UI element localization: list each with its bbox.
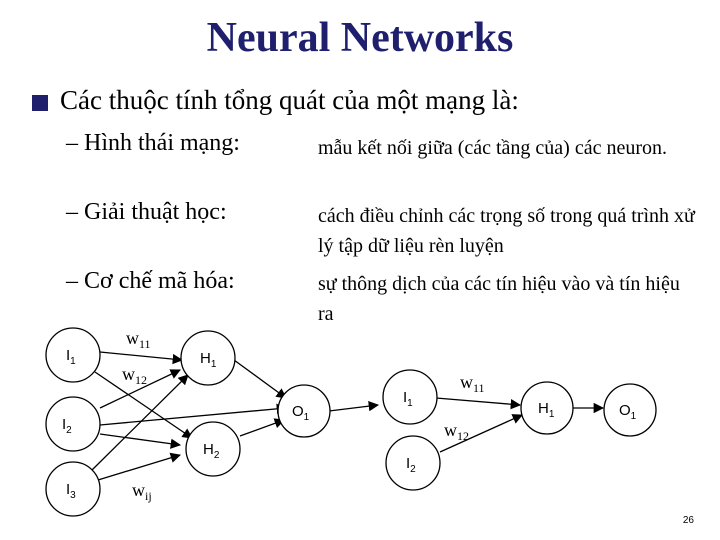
node-i3 (45, 461, 101, 517)
right-network-nodes (382, 369, 657, 491)
weight-label-w12-left: w12 (122, 364, 147, 387)
property-label-encoding: – Cơ chế mã hóa: (66, 268, 235, 294)
weight-label-wij: wij (132, 480, 152, 503)
node-i1 (45, 327, 101, 383)
edge-i1-h1 (99, 351, 184, 365)
property-label-learning: – Giải thuật học: (66, 199, 227, 225)
edge-h2-o1 (239, 418, 285, 437)
label-r-h1: H1 (538, 400, 555, 420)
node-r-o1 (603, 383, 657, 437)
label-i1: I1 (66, 347, 76, 367)
label-r-i2: I2 (406, 455, 416, 475)
intro-bullet: Các thuộc tính tổng quát của một mạng là… (60, 85, 519, 115)
edge-i2-h2 (99, 433, 182, 449)
edge-o1-out (328, 400, 380, 412)
property-desc-learning: cách điều chỉnh các trọng số trong quá t… (318, 205, 695, 257)
bullet-square-icon (32, 95, 48, 111)
left-network-edges (91, 351, 380, 481)
node-i2 (45, 396, 101, 452)
slide-number: 26 (682, 515, 694, 526)
node-h2 (185, 421, 241, 477)
edge-i3-h2 (97, 452, 181, 481)
label-h1: H1 (200, 350, 217, 370)
label-i3: I3 (66, 481, 76, 501)
edge-i2-h1 (99, 369, 181, 409)
edge-r-i1-h1 (435, 397, 522, 410)
weight-label-w11-left: w11 (126, 328, 151, 351)
label-r-o1: O1 (619, 402, 637, 422)
property-label-topology: – Hình thái mạng: (66, 130, 240, 156)
node-h1 (180, 330, 236, 386)
node-r-i1 (382, 369, 438, 425)
edge-i1-h2 (94, 371, 193, 439)
property-desc-topology: mẫu kết nối giữa (các tầng của) các neur… (318, 137, 668, 159)
edge-i2-out (99, 403, 288, 426)
label-r-i1: I1 (403, 389, 413, 409)
weight-label-w11-right: w11 (460, 372, 485, 395)
slide-title: Neural Networks (206, 15, 514, 61)
right-network-edges (435, 397, 605, 453)
edge-r-i2-h1 (439, 414, 523, 453)
weight-label-w12-right: w12 (444, 420, 469, 443)
left-network-nodes (45, 327, 331, 517)
edge-i3-h1 (91, 374, 189, 471)
label-o1: O1 (292, 403, 310, 423)
property-desc-encoding: sự thông dịch của các tín hiệu vào và tí… (318, 273, 680, 325)
node-o1 (277, 384, 331, 438)
node-r-h1 (520, 381, 574, 435)
node-r-i2 (385, 435, 441, 491)
label-h2: H2 (203, 441, 220, 461)
label-i2: I2 (62, 416, 72, 436)
edge-h1-o1 (233, 359, 287, 399)
